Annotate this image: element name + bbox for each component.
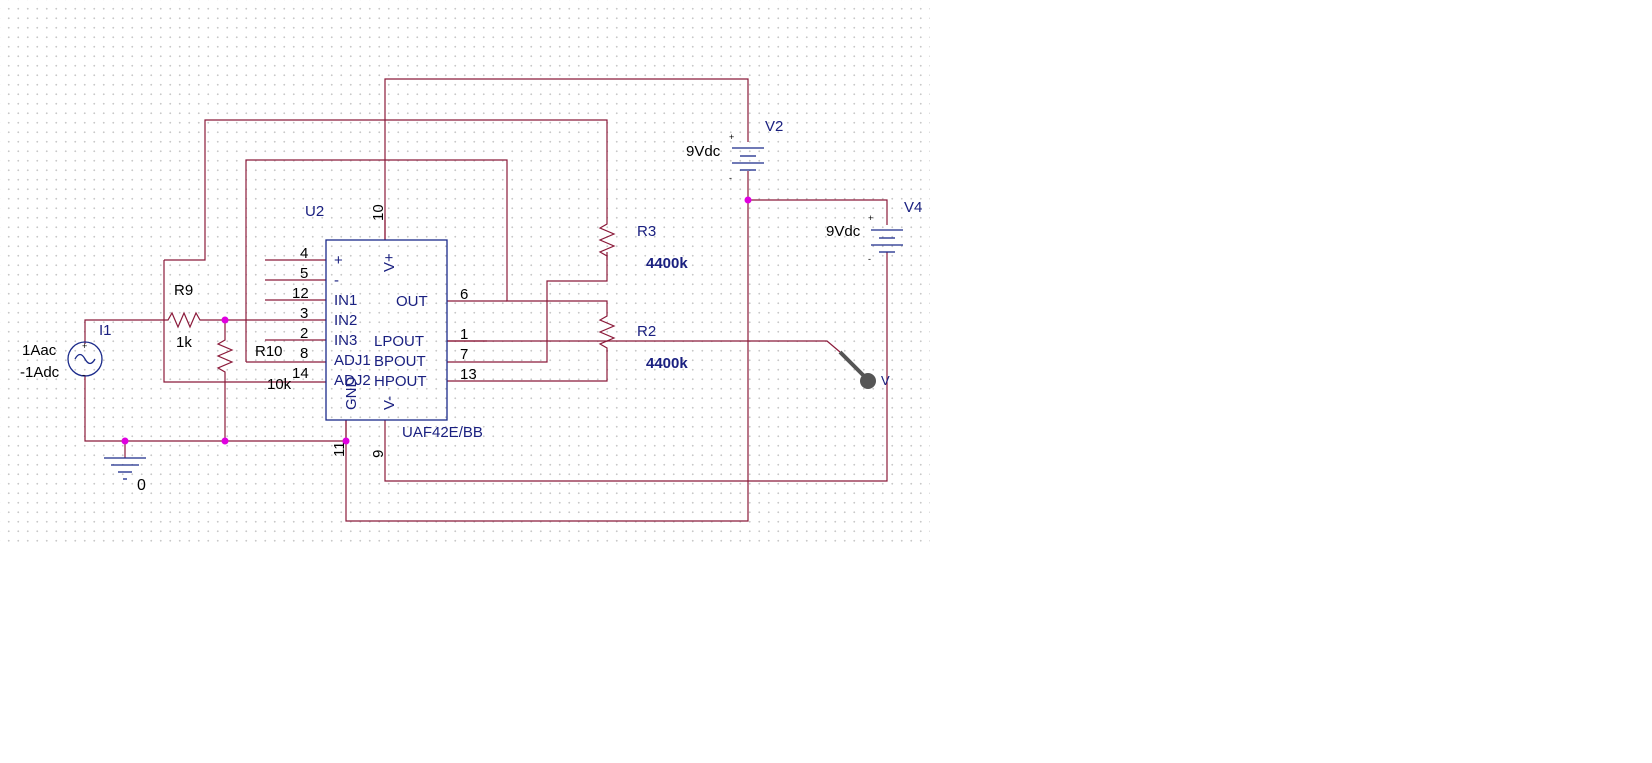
voltage-probe[interactable]: V [838, 350, 890, 389]
current-source-i1-plus-sign: + [82, 341, 87, 351]
pin-label-gnd: GND [343, 377, 360, 411]
battery-v2-value: 9Vdc [686, 143, 721, 160]
pin-label-bpout: BPOUT [374, 353, 426, 370]
pin-num-6: 6 [460, 286, 468, 303]
pin-num-9: 9 [370, 450, 387, 458]
pin-label-in3: IN3 [334, 332, 357, 349]
resistor-r9-symbol [164, 311, 206, 329]
resistor-r2-value: 4400k [646, 355, 688, 372]
resistor-r2-symbol [598, 310, 616, 352]
pin-label-lpout: LPOUT [374, 333, 424, 350]
pin-num-4: 4 [300, 245, 308, 262]
voltage-probe-tip [860, 373, 876, 389]
resistor-r10-value: 10k [267, 376, 292, 393]
battery-v2-plus-sign: + [729, 132, 734, 142]
resistor-r9-value: 1k [176, 334, 192, 351]
u2-part: UAF42E/BB [402, 424, 483, 441]
current-source-i1-circle [67, 341, 103, 377]
pin-num-3: 3 [300, 305, 308, 322]
voltage-probe-stem [838, 350, 868, 380]
resistor-r9-ref: R9 [174, 282, 193, 299]
pin-num-1: 1 [460, 326, 468, 343]
battery-v2-minus-sign: - [729, 173, 732, 183]
pin-label-plus: + [334, 252, 343, 269]
pin-num-2: 2 [300, 325, 308, 342]
resistor-r10-symbol [216, 336, 234, 378]
junction-dot [121, 437, 129, 445]
resistor-r3-ref: R3 [637, 223, 656, 240]
battery-v4-plus-sign: + [868, 213, 873, 223]
battery-v4-minus-sign: - [868, 254, 871, 264]
battery-v2[interactable]: + - V2 9Vdc [686, 118, 783, 183]
u2-ref: U2 [305, 203, 324, 220]
battery-v4[interactable]: + - V4 9Vdc [826, 199, 922, 264]
resistor-r3-value: 4400k [646, 255, 688, 272]
pin-label-minus: - [334, 272, 339, 289]
pin-label-adj1: ADJ1 [334, 352, 371, 369]
resistor-r2[interactable]: R2 4400k [598, 310, 688, 372]
pin-label-in2: IN2 [334, 312, 357, 329]
current-source-i1-ref: I1 [99, 322, 112, 339]
schematic-grid [0, 0, 930, 548]
sine-wave-icon [74, 353, 96, 365]
battery-v2-ref: V2 [765, 118, 783, 135]
resistor-r3-symbol [598, 220, 616, 260]
current-source-i1-ac: 1Aac [22, 342, 57, 359]
pin-num-14: 14 [292, 365, 309, 382]
resistor-r2-ref: R2 [637, 323, 656, 340]
pin-label-vplus: V+ [381, 253, 398, 272]
current-source-i1[interactable]: + - I1 1Aac -1Adc [20, 322, 112, 381]
resistor-r3[interactable]: R3 4400k [598, 220, 688, 272]
pin-num-11: 11 [331, 441, 348, 457]
junction-dot [221, 316, 229, 324]
pin-label-hpout: HPOUT [374, 373, 427, 390]
battery-v4-ref: V4 [904, 199, 922, 216]
u2-body [325, 239, 448, 421]
pin-label-in1: IN1 [334, 292, 357, 309]
pin-label-vminus: V- [381, 396, 398, 410]
pin-num-8: 8 [300, 345, 308, 362]
wires [84, 78, 888, 522]
battery-v4-value: 9Vdc [826, 223, 861, 240]
junction-dot [342, 437, 350, 445]
ground-symbol[interactable]: 0 [104, 457, 146, 494]
pin-num-5: 5 [300, 265, 308, 282]
resistor-r10[interactable]: R10 10k [216, 336, 292, 393]
pin-num-7: 7 [460, 346, 468, 363]
ground-label: 0 [137, 477, 146, 494]
pin-label-adj2: ADJ2 [334, 372, 371, 389]
pin-label-out: OUT [396, 293, 428, 310]
junction-dot [744, 196, 752, 204]
junctions [121, 196, 752, 445]
u2-opamp[interactable]: U2 UAF42E/BB 4 5 12 3 2 8 14 + - IN1 IN2… [292, 203, 483, 458]
resistor-r10-ref: R10 [255, 343, 283, 360]
pin-num-10: 10 [370, 204, 387, 221]
resistor-r9[interactable]: R9 1k [164, 282, 206, 351]
current-source-i1-dc: -1Adc [20, 364, 60, 381]
voltage-probe-label: V [881, 373, 890, 388]
pin-num-13: 13 [460, 366, 477, 383]
junction-dot [221, 437, 229, 445]
current-source-i1-minus-sign: - [82, 370, 85, 380]
pin-num-12: 12 [292, 285, 309, 302]
